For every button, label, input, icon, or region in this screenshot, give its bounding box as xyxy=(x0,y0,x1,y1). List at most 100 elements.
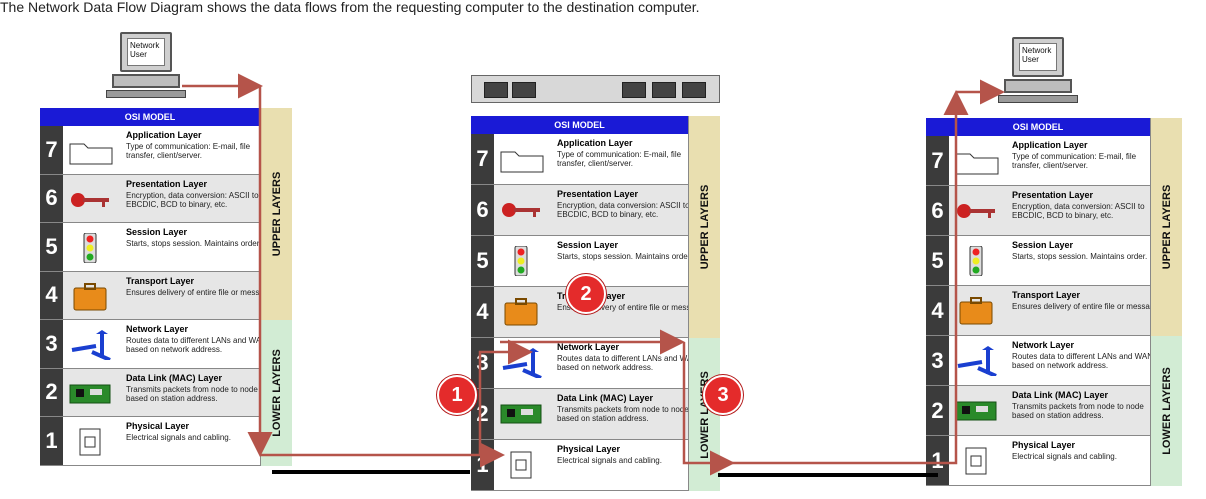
osi-header: OSI MODEL xyxy=(40,108,260,126)
layer-description: Type of communication: E-mail, file tran… xyxy=(557,150,682,168)
upper-layers-band: UPPER LAYERS xyxy=(1150,118,1182,336)
layer-name: Transport Layer xyxy=(126,275,195,286)
network-card-icon xyxy=(68,379,114,409)
layer-name: Data Link (MAC) Layer xyxy=(1012,390,1109,400)
layer-name: Presentation Layer xyxy=(1012,190,1094,200)
flow-arrow-to-destination xyxy=(730,90,969,465)
route-arrows-icon xyxy=(954,346,1000,378)
port-icon xyxy=(954,446,1000,476)
step-badge-3: 3 xyxy=(703,375,743,415)
layer-description: Routes data to different LANs and WANs b… xyxy=(1012,352,1157,370)
layer-name: Session Layer xyxy=(557,240,619,250)
layer-number: 1 xyxy=(926,436,949,485)
layer-number: 1 xyxy=(40,417,63,465)
layer-name: Presentation Layer xyxy=(557,189,639,199)
router-bay xyxy=(512,82,536,98)
layer-number: 3 xyxy=(40,320,63,368)
layer-description: Transmits packets from node to node base… xyxy=(1012,402,1144,420)
layer-name: Network Layer xyxy=(1012,340,1075,350)
layer-description: Routes data to different LANs and WANs b… xyxy=(557,354,702,372)
screen-label: Network User xyxy=(1019,43,1057,71)
layer-number: 5 xyxy=(40,223,63,271)
folder-icon xyxy=(68,136,114,166)
key-icon xyxy=(68,185,114,215)
layer-description: Electrical signals and cabling. xyxy=(1012,452,1117,461)
layer-number: 6 xyxy=(40,174,63,222)
layer-name: Session Layer xyxy=(126,227,188,237)
suitcase-icon xyxy=(68,282,114,312)
key-icon xyxy=(954,196,1000,226)
port-icon xyxy=(499,450,545,480)
layer-name: Application Layer xyxy=(1012,140,1088,150)
layer-description: Type of communication: E-mail, file tran… xyxy=(1012,152,1137,170)
layer-name: Transport Layer xyxy=(1012,290,1081,300)
layer-description: Starts, stops session. Maintains order. xyxy=(1012,252,1148,261)
layer-name: Application Layer xyxy=(557,138,633,148)
upper-layers-band: UPPER LAYERS xyxy=(688,116,720,338)
layer-description: Encryption, data conversion: ASCII to EB… xyxy=(557,201,690,219)
layer-name: Application Layer xyxy=(126,130,202,140)
layer-number: 3 xyxy=(926,336,949,385)
layer-description: Starts, stops session. Maintains order. xyxy=(557,252,693,261)
osi-header: OSI MODEL xyxy=(471,116,688,134)
layer-description: Ensures delivery of entire file or messa… xyxy=(1012,302,1161,311)
layer-description: Encryption, data conversion: ASCII to EB… xyxy=(126,190,259,209)
layer-name: Network Layer xyxy=(557,342,620,352)
layer-number: 4 xyxy=(471,287,494,337)
layer-description: Transmits packets from node to node base… xyxy=(557,405,689,423)
flow-arrow-router-up xyxy=(478,339,533,455)
layer-number: 4 xyxy=(926,286,949,335)
port-icon xyxy=(68,427,114,457)
osi-header: OSI MODEL xyxy=(926,118,1150,136)
computer-base xyxy=(112,74,180,88)
flow-arrow-router-down xyxy=(682,342,735,476)
layer-number: 6 xyxy=(471,185,494,235)
layer-name: Physical Layer xyxy=(1012,440,1076,450)
router-bay xyxy=(682,82,706,98)
suitcase-icon xyxy=(954,296,1000,326)
router-bay xyxy=(484,82,508,98)
layer-description: Electrical signals and cabling. xyxy=(126,433,231,442)
layer-description: Starts, stops session. Maintains order. xyxy=(126,239,262,248)
layer-name: Session Layer xyxy=(1012,240,1074,250)
layer-number: 4 xyxy=(40,271,63,319)
layer-name: Physical Layer xyxy=(126,421,190,431)
layer-description: Routes data to different LANs and WANs b… xyxy=(126,336,271,354)
layer-name: Physical Layer xyxy=(557,444,621,454)
traffic-light-icon xyxy=(68,232,114,264)
suitcase-icon xyxy=(499,297,545,327)
layer-number: 2 xyxy=(40,368,63,416)
layer-description: Ensures delivery of entire file or messa… xyxy=(126,287,275,297)
layer-description: Type of communication: E-mail, file tran… xyxy=(126,142,251,160)
layer-description: Encryption, data conversion: ASCII to EB… xyxy=(1012,202,1145,220)
traffic-light-icon xyxy=(499,245,545,277)
router-bay xyxy=(652,82,676,98)
layer-number: 2 xyxy=(926,386,949,435)
router-device xyxy=(471,75,720,103)
layer-description: Ensures delivery of entire file or messa… xyxy=(557,303,706,312)
monitor: Network User xyxy=(1012,37,1064,77)
caption: The Network Data Flow Diagram shows the … xyxy=(0,0,700,15)
screen-label: Network User xyxy=(127,38,165,66)
layer-description: Transmits packets from node to node base… xyxy=(126,384,258,403)
layer-number: 5 xyxy=(471,236,494,286)
folder-icon xyxy=(499,144,545,174)
route-arrows-icon xyxy=(68,330,114,362)
layer-name: Network Layer xyxy=(126,324,189,334)
